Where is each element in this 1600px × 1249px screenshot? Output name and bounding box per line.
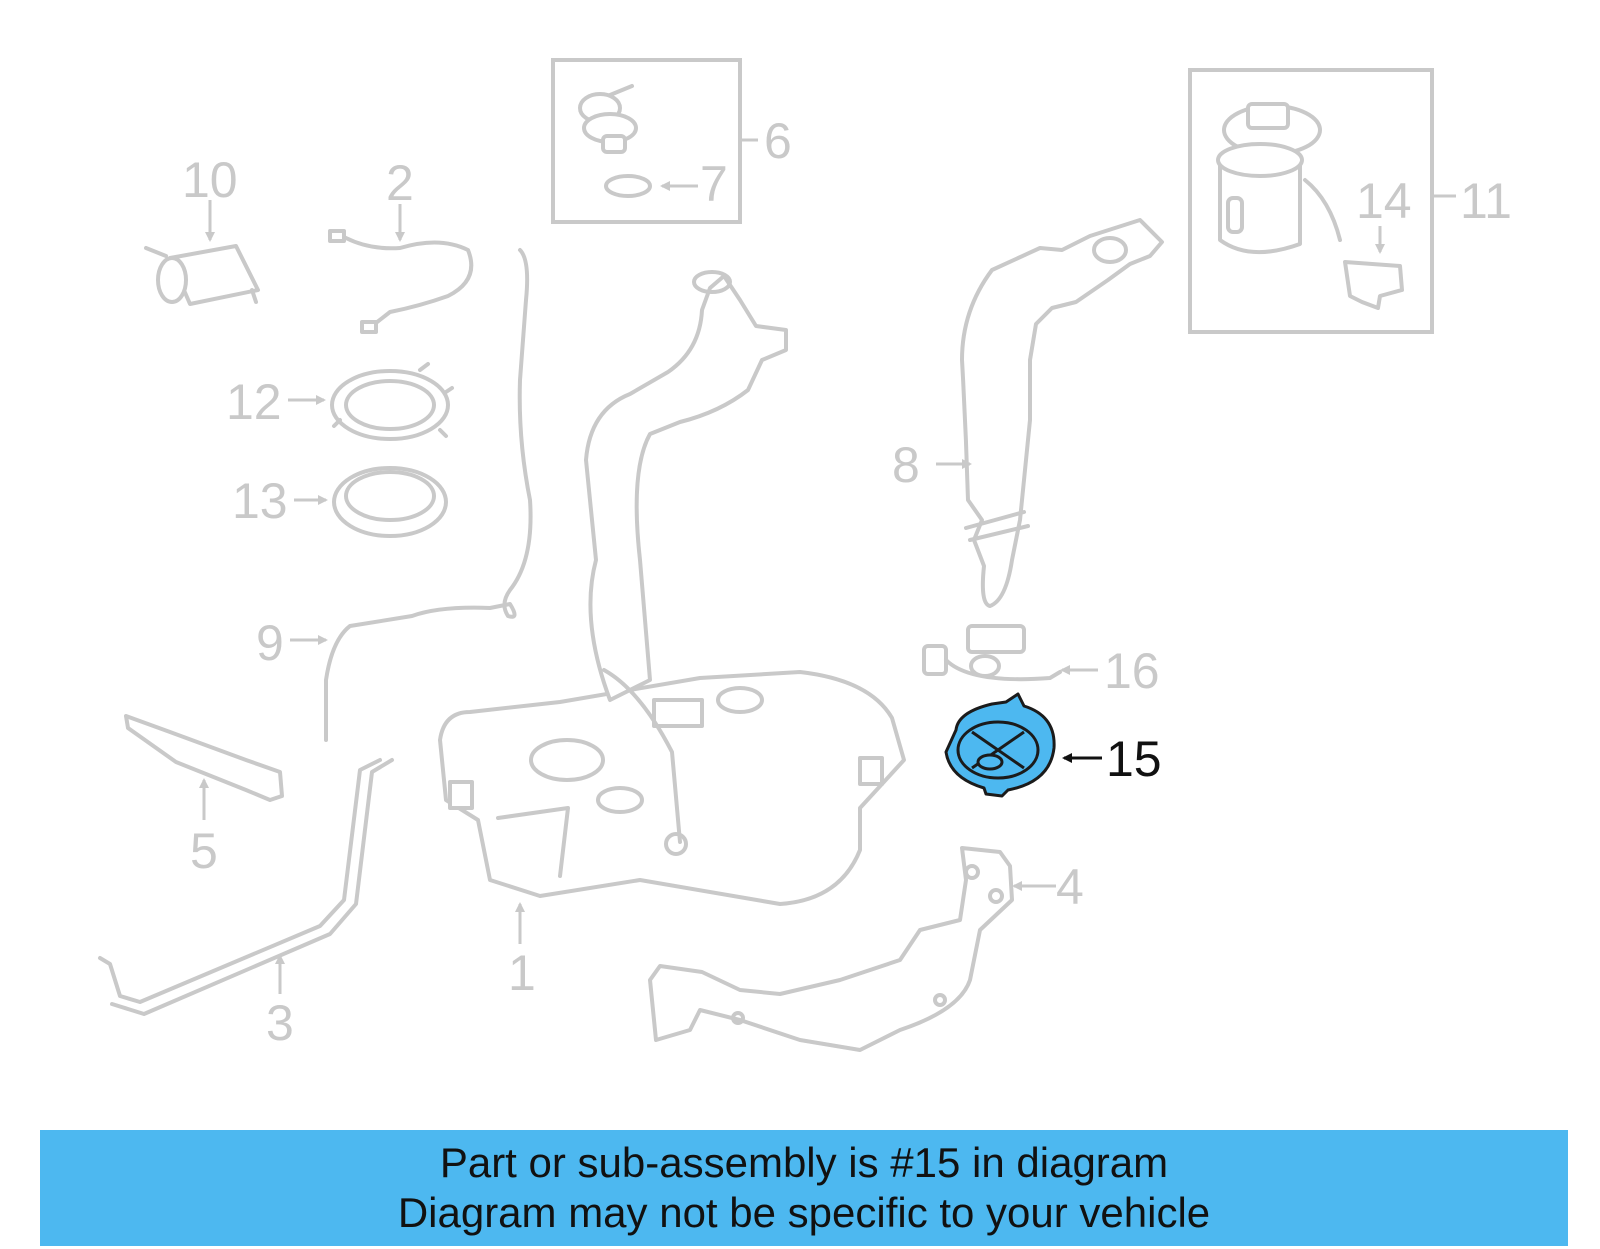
level-sender-icon: [1343, 260, 1404, 310]
part-6-7-inset-box: [551, 58, 742, 224]
callout-14: 14: [1356, 173, 1412, 229]
callout-10: 10: [182, 152, 238, 208]
o-ring-icon: [604, 174, 652, 198]
callout-16: 16: [1104, 643, 1160, 699]
callout-15: 15: [1106, 731, 1162, 787]
part-11-14-inset-box: [1188, 68, 1434, 334]
flange-ring-highlighted-icon: [944, 692, 1056, 798]
callout-12: 12: [226, 374, 282, 430]
fuel-pump-module-icon: [1216, 102, 1342, 255]
callout-6: 6: [764, 113, 792, 169]
heat-shield-icon: [648, 846, 1014, 1052]
callout-13: 13: [232, 473, 288, 529]
fuel-filter-icon: [144, 244, 260, 306]
info-banner: Part or sub-assembly is #15 in diagram D…: [40, 1130, 1568, 1246]
banner-line-part: Part or sub-assembly is #15 in diagram: [439, 1139, 1169, 1186]
callout-1: 1: [508, 945, 536, 1001]
callout-2: 2: [386, 155, 414, 211]
fuel-tank-icon: [438, 270, 906, 906]
bracket-small-icon: [124, 714, 284, 802]
callout-5: 5: [190, 823, 218, 879]
filler-neck: [584, 274, 788, 702]
callout-4: 4: [1056, 859, 1084, 915]
callout-3: 3: [266, 995, 294, 1051]
seal-ring-icon: [332, 466, 448, 538]
sensor-harness-icon: [922, 624, 1062, 682]
filler-pipe-icon: [960, 218, 1164, 608]
fuel-cap-icon: [578, 84, 638, 154]
callout-9: 9: [256, 615, 284, 671]
lock-ring-icon: [330, 362, 454, 441]
vent-line-icon: [324, 248, 533, 742]
callout-11: 11: [1460, 173, 1512, 229]
banner-line-disclaimer: Diagram may not be specific to your vehi…: [397, 1189, 1211, 1236]
callout-7: 7: [700, 156, 728, 212]
wiring-harness-icon: [328, 229, 474, 334]
callout-8: 8: [892, 437, 920, 493]
tank-strap-icon: [98, 758, 394, 1016]
